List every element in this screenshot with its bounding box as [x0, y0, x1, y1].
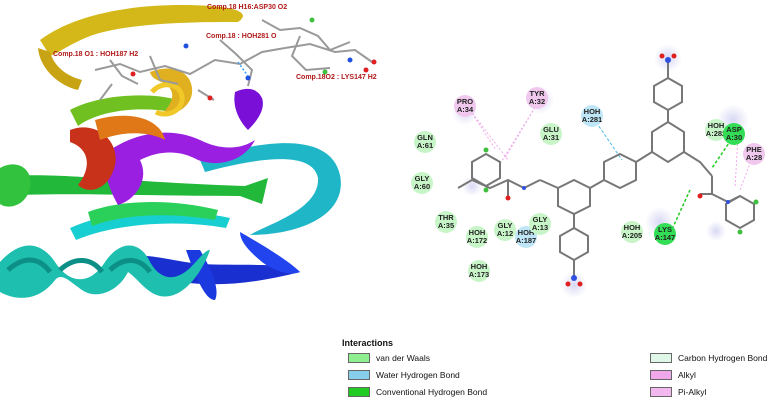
svg-text:A:31: A:31: [543, 133, 559, 142]
residue-hoh173: HOH A:173: [468, 260, 490, 282]
loop-yellow-left: [38, 48, 82, 90]
legend-title: Interactions: [342, 338, 394, 348]
interaction-2d-view: PRO A:34 TYR A:32 HOH A:281 GLU A:31 GLN…: [411, 44, 765, 298]
residue-gly13: GLY A:13: [529, 213, 551, 235]
helix-green-left: [0, 164, 31, 207]
helix-teal-inner: [6, 257, 153, 274]
legend-item-pi-alkyl: Pi-Alkyl: [650, 386, 706, 398]
svg-text:GLN: GLN: [417, 133, 433, 142]
legend-item-water-hydrogen-bond: Water Hydrogen Bond: [348, 369, 460, 381]
ligand-sticks-3d: [94, 19, 373, 101]
residue-gln61: GLN A:61: [414, 131, 436, 153]
loop-yellow-top: [40, 5, 243, 56]
svg-text:HOH: HOH: [471, 262, 488, 271]
legend-swatch: [650, 353, 672, 363]
sheet-yellowgreen: [70, 95, 178, 126]
svg-text:A:32: A:32: [529, 97, 545, 106]
legend-item-conventional-hydrogen-bond: Conventional Hydrogen Bond: [348, 386, 487, 398]
helix-yellow-ring: [150, 82, 185, 117]
helix-orange: [95, 115, 165, 140]
svg-text:A:60: A:60: [414, 182, 430, 191]
residue-gly12: GLY A:12: [494, 219, 516, 241]
svg-text:GLU: GLU: [543, 125, 559, 134]
svg-text:GLY: GLY: [498, 221, 513, 230]
legend-item-alkyl: Alkyl: [650, 369, 696, 381]
residue-lys147: LYS A:147: [654, 223, 676, 245]
ligand-2d-heteroatoms: [483, 53, 759, 287]
interactions-legend: Interactions van der Waals Water Hydroge…: [342, 338, 772, 398]
label-3d-asp30: Comp.18 H16:ASP30 O2: [207, 4, 287, 11]
svg-text:A:30: A:30: [726, 133, 742, 142]
legend-label: Carbon Hydrogen Bond: [678, 353, 768, 363]
svg-text:PHE: PHE: [746, 145, 761, 154]
residue-hoh282: HOH A:282: [705, 119, 727, 141]
legend-swatch: [348, 370, 370, 380]
residue-hoh205: HOH A:205: [621, 221, 643, 243]
svg-text:A:281: A:281: [582, 115, 602, 124]
legend-label: van der Waals: [376, 353, 431, 363]
svg-text:HOH: HOH: [469, 228, 486, 237]
helix-teal-bottom: [0, 245, 210, 298]
strand-green-lower: [88, 201, 218, 226]
label-3d-hoh281: Comp.18 : HOH281 O: [206, 33, 277, 40]
residue-hoh187: HOH A:187: [515, 226, 537, 248]
svg-text:PRO: PRO: [457, 97, 473, 106]
svg-text:GLY: GLY: [415, 174, 430, 183]
svg-text:A:173: A:173: [469, 270, 489, 279]
svg-text:A:28: A:28: [746, 153, 762, 162]
ligand-atoms-3d: [130, 17, 377, 101]
svg-text:A:34: A:34: [457, 105, 474, 114]
legend-label: Alkyl: [678, 370, 696, 380]
svg-text:A:205: A:205: [622, 231, 642, 240]
residue-asp30: ASP A:30: [723, 123, 745, 145]
residue-hoh281: HOH A:281: [581, 105, 603, 127]
helix-blue-segment: [240, 232, 300, 274]
legend-item-carbon-hydrogen-bond: Carbon Hydrogen Bond: [650, 352, 767, 364]
strand-blue: [186, 250, 217, 300]
residue-phe28: PHE A:28: [743, 143, 765, 165]
svg-text:A:35: A:35: [438, 221, 454, 230]
svg-text:HOH: HOH: [708, 121, 725, 130]
ligand-2d-skeleton: [457, 62, 755, 276]
residue-pro34: PRO A:34: [454, 95, 476, 117]
water-hbond-3d: [237, 61, 249, 77]
label-3d-hoh187: Comp.18 O1 : HOH187 H2: [53, 51, 138, 58]
helix-purple: [105, 132, 256, 205]
svg-text:HOH: HOH: [584, 107, 601, 116]
svg-text:A:13: A:13: [532, 223, 548, 232]
legend-swatch: [650, 387, 672, 397]
helix-purple-top: [234, 88, 263, 130]
svg-text:TYR: TYR: [530, 89, 546, 98]
svg-text:GLY: GLY: [533, 215, 548, 224]
residue-glu31: GLU A:31: [540, 123, 562, 145]
svg-text:A:61: A:61: [417, 141, 433, 150]
svg-text:A:172: A:172: [467, 236, 487, 245]
legend-swatch: [650, 370, 672, 380]
label-3d-lys147: Comp.18O2 : LYS147 H2: [296, 74, 377, 81]
svg-text:LYS: LYS: [658, 225, 672, 234]
legend-swatch: [348, 353, 370, 363]
legend-label: Pi-Alkyl: [678, 387, 707, 397]
svg-text:ASP: ASP: [726, 125, 741, 134]
svg-text:A:147: A:147: [655, 233, 675, 242]
loop-teal-right: [200, 143, 341, 235]
legend-label: Water Hydrogen Bond: [376, 370, 460, 380]
svg-text:A:12: A:12: [497, 229, 513, 238]
legend-label: Conventional Hydrogen Bond: [376, 387, 488, 397]
legend-swatch: [348, 387, 370, 397]
residue-thr35: THR A:35: [435, 211, 457, 233]
protein-3d-view: Comp.18 H16:ASP30 O2 Comp.18 O1 : HOH187…: [0, 4, 377, 300]
svg-text:A:187: A:187: [516, 236, 536, 245]
svg-text:A:282: A:282: [706, 129, 726, 138]
svg-text:HOH: HOH: [624, 223, 641, 232]
residue-hoh172: HOH A:172: [466, 226, 488, 248]
svg-text:THR: THR: [438, 213, 454, 222]
residue-gly60: GLY A:60: [411, 172, 433, 194]
helix-red: [70, 127, 116, 190]
svg-text:HOH: HOH: [518, 228, 535, 237]
legend-item-van-der-waals: van der Waals: [348, 352, 430, 364]
residue-tyr32: TYR A:32: [526, 87, 548, 109]
